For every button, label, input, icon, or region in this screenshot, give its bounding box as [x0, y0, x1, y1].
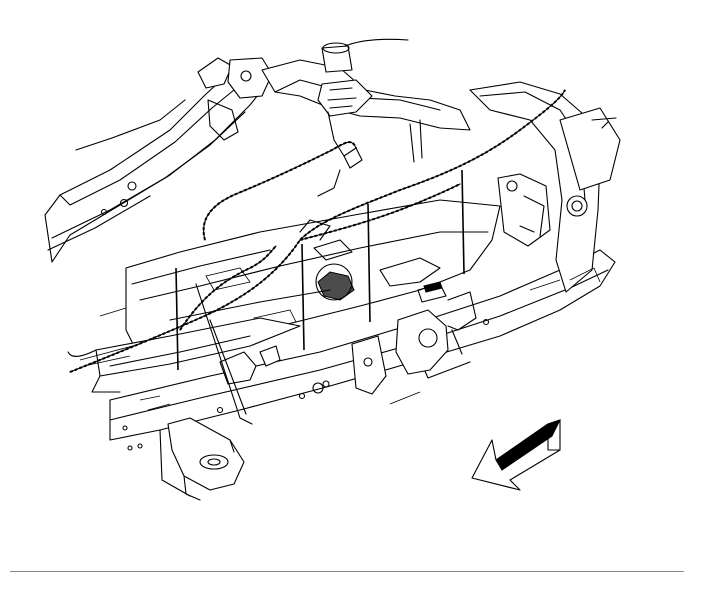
rear-cross-member [469, 81, 621, 293]
fuel-tank [125, 199, 501, 359]
left-frame-rail [44, 57, 273, 263]
shock-mount-bracket [351, 281, 477, 395]
spring-hanger-bracket [167, 417, 245, 501]
footer-divider [10, 571, 684, 572]
detail-lines [79, 267, 601, 411]
front-direction-arrow-icon [471, 419, 561, 491]
lower-cross-member [67, 317, 301, 393]
wiring-harness [69, 89, 566, 373]
upper-cross-member [261, 38, 471, 131]
harness-clip-callouts [175, 119, 465, 425]
